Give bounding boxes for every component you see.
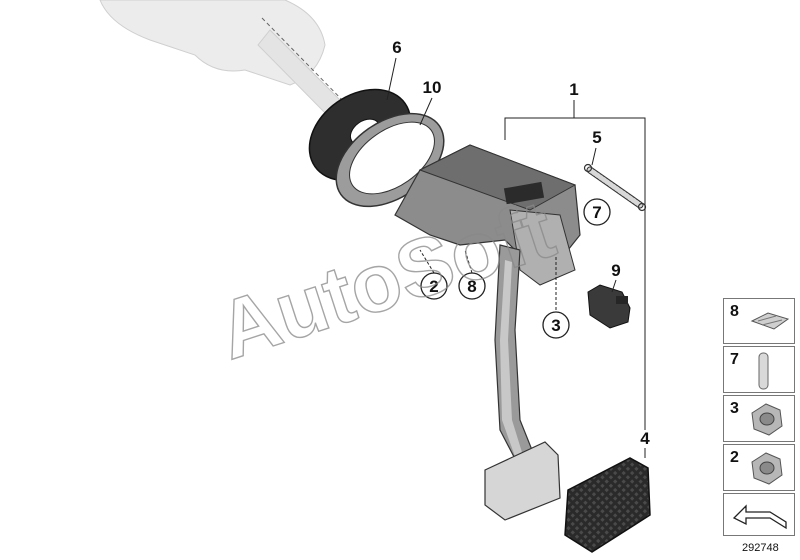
callout-8-circle xyxy=(458,272,486,300)
callout-7-circle xyxy=(583,198,611,226)
callout-6: 6 xyxy=(392,38,401,57)
callout-5: 5 xyxy=(592,128,601,147)
pedal-rubber-4 xyxy=(564,457,651,553)
side-box-number: 3 xyxy=(730,400,739,417)
callout-1: 1 xyxy=(569,80,578,99)
switch-9 xyxy=(587,284,631,329)
side-box-nut-3: 3 xyxy=(723,395,795,442)
callout-10: 10 xyxy=(423,78,442,97)
side-box-clip: 8 xyxy=(723,298,795,344)
hex-nut-icon xyxy=(751,452,783,485)
side-box-number: 2 xyxy=(730,449,739,466)
callout-7: 7 xyxy=(592,203,601,222)
callout-8: 8 xyxy=(467,277,476,296)
callout-3: 3 xyxy=(551,316,560,335)
pedal-bracket xyxy=(394,144,581,286)
callout-4: 4 xyxy=(640,429,650,448)
clip-icon xyxy=(750,312,790,330)
arrow-icon xyxy=(732,504,787,530)
side-box-pin: 7 xyxy=(723,346,795,393)
callout-3-circle xyxy=(542,311,570,339)
pedal-pad xyxy=(484,441,561,521)
callout-2-circle xyxy=(420,272,448,300)
callout-2: 2 xyxy=(429,277,438,296)
side-box-number: 7 xyxy=(730,351,739,368)
pin-icon xyxy=(758,352,769,390)
side-box-nut-2: 2 xyxy=(723,444,795,491)
diagram-id: 292748 xyxy=(742,542,779,554)
callout-9: 9 xyxy=(611,261,620,280)
side-box-arrow xyxy=(723,493,795,536)
hex-nut-icon xyxy=(751,403,783,436)
side-box-number: 8 xyxy=(730,303,739,320)
